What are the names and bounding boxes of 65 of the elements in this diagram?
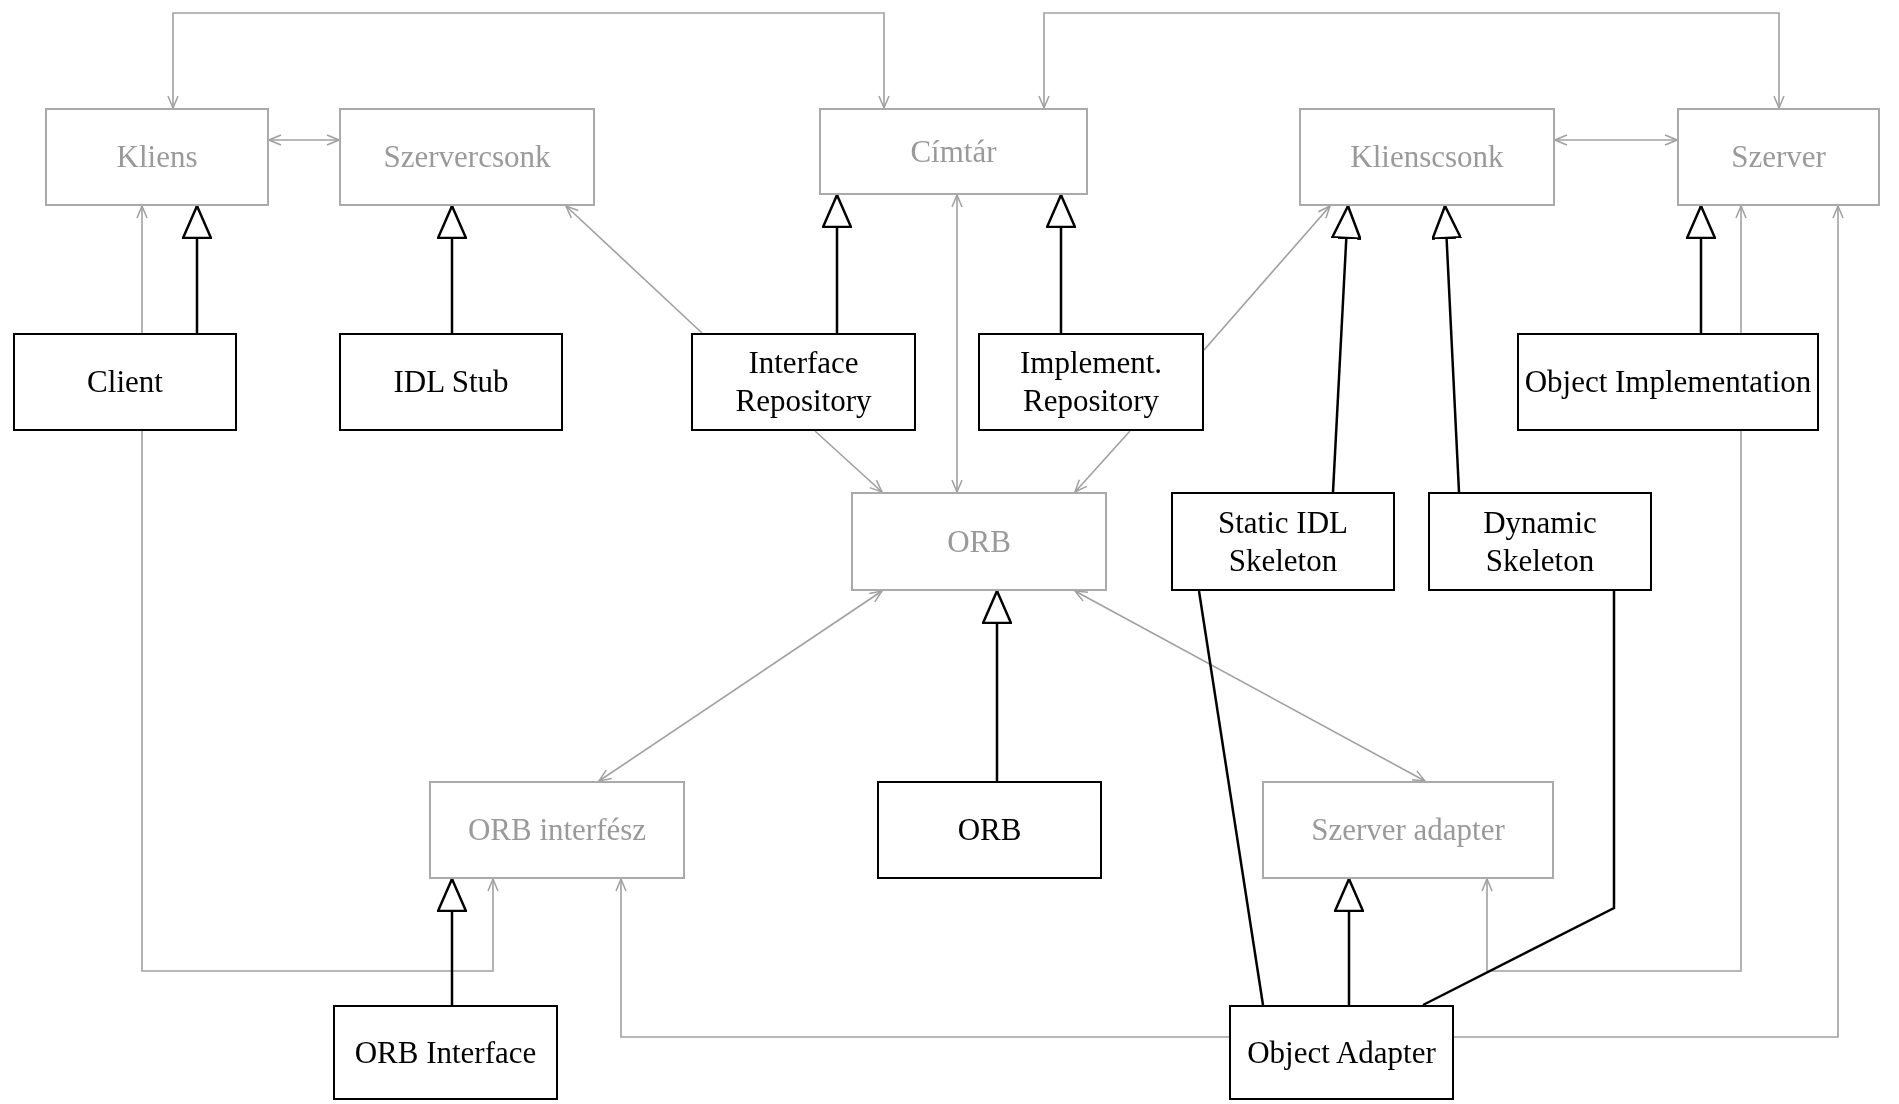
- arrow: [436, 204, 468, 333]
- component-box: [1171, 492, 1395, 591]
- box-label: Client: [86, 363, 164, 401]
- component-box: [1517, 333, 1819, 431]
- arrow: [1735, 205, 1747, 334]
- arrow: [1074, 590, 1426, 782]
- concept-box: [1677, 108, 1880, 206]
- arrow: [181, 204, 213, 333]
- arrow: [615, 878, 1230, 1038]
- arrow: [1038, 12, 1785, 109]
- arrow: [1481, 430, 1742, 972]
- box-label: ORB: [956, 811, 1023, 849]
- component-box: [333, 1005, 558, 1100]
- box-label: IDL Stub: [392, 363, 510, 401]
- arrow: [268, 134, 340, 146]
- box-label: Szerver: [1730, 138, 1827, 176]
- box-label: Object Adapter: [1246, 1033, 1437, 1072]
- component-box: [691, 333, 916, 431]
- arrow: [1431, 204, 1462, 493]
- arrow: [436, 877, 468, 1005]
- box-label: Implement. Repository: [1018, 344, 1163, 420]
- box-label: Object Implementation: [1523, 363, 1813, 401]
- connector-line: [1197, 590, 1265, 1006]
- arrow: [136, 205, 148, 334]
- component-box: [339, 333, 563, 431]
- box-label: ORB: [946, 522, 1012, 561]
- box-label: ORB Interface: [353, 1033, 538, 1072]
- component-box: [1229, 1005, 1454, 1100]
- arrow: [981, 589, 1013, 781]
- box-label: Szerver adapter: [1310, 811, 1506, 849]
- concept-box: [819, 108, 1088, 195]
- concept-box: [339, 108, 595, 206]
- arrow: [1554, 134, 1678, 146]
- concept-box: [1262, 781, 1554, 879]
- arrow: [1453, 205, 1844, 1038]
- component-box: [978, 333, 1204, 431]
- box-label: Címtár: [909, 132, 998, 171]
- component-box: [877, 781, 1102, 879]
- arrow: [598, 590, 883, 782]
- box-label: Klienscsonk: [1349, 138, 1505, 176]
- box-label: Dynamic Skeleton: [1482, 503, 1598, 580]
- concept-box: [45, 108, 269, 206]
- arrow: [565, 205, 703, 334]
- arrow: [1203, 205, 1331, 351]
- component-box: [13, 333, 237, 431]
- arrow: [1333, 877, 1365, 1005]
- arrow: [951, 194, 963, 493]
- arrow: [167, 12, 890, 109]
- arrow: [821, 193, 853, 333]
- concept-box: [1299, 108, 1555, 206]
- component-box: [1428, 492, 1652, 591]
- box-label: Interface Repository: [734, 344, 873, 420]
- box-label: Kliens: [115, 138, 199, 176]
- concept-box: [851, 492, 1107, 591]
- arrow: [1331, 204, 1362, 493]
- arrow: [1045, 193, 1077, 333]
- arrow: [141, 430, 499, 972]
- arrow: [1685, 204, 1717, 333]
- arrow: [1074, 430, 1131, 493]
- arrow: [814, 430, 883, 493]
- box-label: ORB interfész: [466, 811, 648, 849]
- concept-box: [429, 781, 685, 879]
- box-label: Static IDL Skeleton: [1217, 503, 1349, 580]
- box-label: Szervercsonk: [382, 138, 552, 176]
- connector-line: [1422, 591, 1616, 1007]
